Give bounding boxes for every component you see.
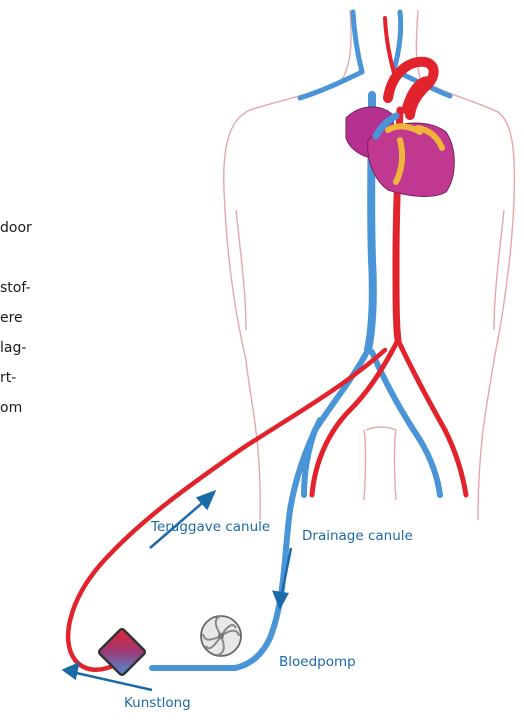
return-cannula-label: Teruggave canule — [151, 519, 270, 535]
side-text-line: om — [0, 393, 80, 423]
side-text-line: lag- — [0, 333, 80, 363]
drainage-cannula-label: Drainage canule — [302, 528, 413, 544]
heart — [346, 62, 454, 197]
blood-pump-icon — [201, 616, 241, 656]
side-text-line: door — [0, 213, 80, 243]
side-text-line — [0, 243, 80, 273]
lung-arrow-icon — [72, 672, 152, 690]
side-text-line: stof- — [0, 273, 80, 303]
jugular-vein-left — [353, 12, 362, 72]
side-text: door stof- ere lag- rt- om — [0, 213, 80, 423]
artificial-lung-label: Kunstlong — [124, 695, 191, 711]
iliac-vein-right — [372, 352, 440, 495]
side-text-line: rt- — [0, 363, 80, 393]
jugular-vein-right — [394, 12, 401, 70]
side-text-line: ere — [0, 303, 80, 333]
subclavian-vein-left — [300, 72, 362, 98]
blood-pump-label: Bloedpomp — [279, 654, 356, 670]
